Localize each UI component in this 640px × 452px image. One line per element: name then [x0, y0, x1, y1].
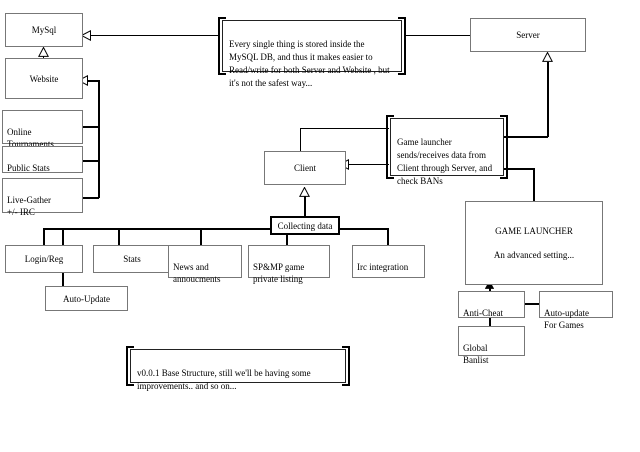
note-version: v0.0.1 Base Structure, still we'll be ha…	[126, 346, 350, 391]
connector-collecting-to-client	[304, 196, 306, 217]
note-mysql-text: Every single thing is stored inside the …	[229, 39, 390, 88]
node-game-launcher-subtitle: An advanced setting...	[493, 250, 575, 260]
connector-note2-to-launcher-h	[504, 168, 534, 170]
connector-note2-to-server-h	[504, 136, 548, 138]
node-stats[interactable]: Stats	[93, 245, 171, 273]
arrow-head-mysql	[81, 30, 91, 41]
node-public-stats[interactable]: Public Stats	[2, 146, 83, 173]
connector-note1-to-mysql	[90, 35, 218, 36]
node-game-launcher-title: GAME LAUNCHER	[495, 226, 573, 236]
node-client-label: Client	[294, 163, 316, 173]
node-spmp-label: SP&MP game private listing	[253, 262, 305, 284]
connector-client-top-v	[300, 128, 301, 151]
node-global-banlist-label: Global Banlist	[463, 343, 489, 365]
node-auto-update[interactable]: Auto-Update	[45, 286, 128, 311]
node-collecting-data[interactable]: Collecting data	[270, 216, 340, 235]
connector-drop-spmp	[286, 234, 288, 246]
node-auto-update-games[interactable]: Auto-update For Games	[539, 291, 613, 330]
node-server-label: Server	[516, 30, 540, 40]
node-server[interactable]: Server	[470, 18, 586, 52]
node-irc-label: Irc integration	[357, 262, 409, 272]
node-mysql-label: MySql	[31, 25, 57, 35]
connector-anticheat-to-autoupdate	[524, 303, 539, 305]
connector-drop-irc	[387, 228, 389, 246]
node-anti-cheat[interactable]: Anti-Cheat	[458, 291, 525, 318]
generalization-head-mysql	[38, 47, 49, 57]
node-login-reg-label: Login/Reg	[24, 254, 64, 264]
node-news-label: News and annoucments	[173, 262, 221, 284]
connector-note2-to-launcher-v	[533, 168, 535, 201]
connector-public-stats	[83, 160, 99, 162]
node-public-stats-label: Public Stats	[7, 163, 50, 173]
arrow-head-website	[78, 75, 88, 86]
node-stats-label: Stats	[123, 254, 141, 264]
node-spmp[interactable]: SP&MP game private listing	[248, 245, 330, 284]
node-mysql[interactable]: MySql	[5, 13, 83, 47]
connector-note2-to-client	[347, 164, 389, 165]
connector-bus-left	[43, 228, 80, 230]
node-auto-update-label: Auto-Update	[63, 293, 110, 304]
node-anti-cheat-label: Anti-Cheat	[463, 308, 503, 318]
connector-bus-right	[340, 228, 388, 230]
connector-client-top-h	[300, 128, 389, 129]
connector-drop-news	[200, 228, 202, 246]
generalization-head-client	[299, 187, 310, 197]
node-collecting-data-label: Collecting data	[277, 220, 333, 231]
node-news[interactable]: News and annoucments	[168, 245, 242, 284]
connector-spine-website	[98, 80, 100, 198]
connector-live-gather	[83, 197, 99, 199]
connector-spine-website-top	[86, 80, 99, 82]
node-online-tournaments-label: Online Tournaments	[7, 127, 54, 149]
note-launcher-text: Game launcher sends/receives data from C…	[397, 137, 493, 186]
connector-banlist-to-anticheat	[489, 317, 491, 326]
connector-online-tournaments	[83, 126, 99, 128]
node-game-launcher[interactable]: GAME LAUNCHER An advanced setting...	[465, 201, 603, 285]
node-login-reg[interactable]: Login/Reg	[5, 245, 83, 273]
connector-drop-stats	[118, 228, 120, 246]
connector-note1-to-server	[404, 35, 472, 36]
node-auto-update-games-label: Auto-update For Games	[544, 308, 589, 330]
node-live-gather-label: Live-Gather +/- IRC	[7, 195, 51, 217]
node-irc[interactable]: Irc integration	[352, 245, 425, 278]
node-online-tournaments[interactable]: Online Tournaments	[2, 110, 83, 149]
generalization-head-server	[542, 52, 553, 62]
connector-note2-to-server-v	[547, 62, 549, 137]
node-website[interactable]: Website	[5, 58, 83, 99]
node-global-banlist[interactable]: Global Banlist	[458, 326, 525, 365]
connector-bus-mid	[80, 228, 270, 230]
connector-drop-login	[43, 228, 45, 246]
note-launcher: Game launcher sends/receives data from C…	[386, 115, 508, 186]
node-client[interactable]: Client	[264, 151, 346, 185]
node-live-gather[interactable]: Live-Gather +/- IRC	[2, 178, 83, 217]
node-website-label: Website	[29, 73, 59, 84]
note-mysql: Every single thing is stored inside the …	[218, 17, 406, 88]
note-version-text: v0.0.1 Base Structure, still we'll be ha…	[137, 368, 311, 391]
